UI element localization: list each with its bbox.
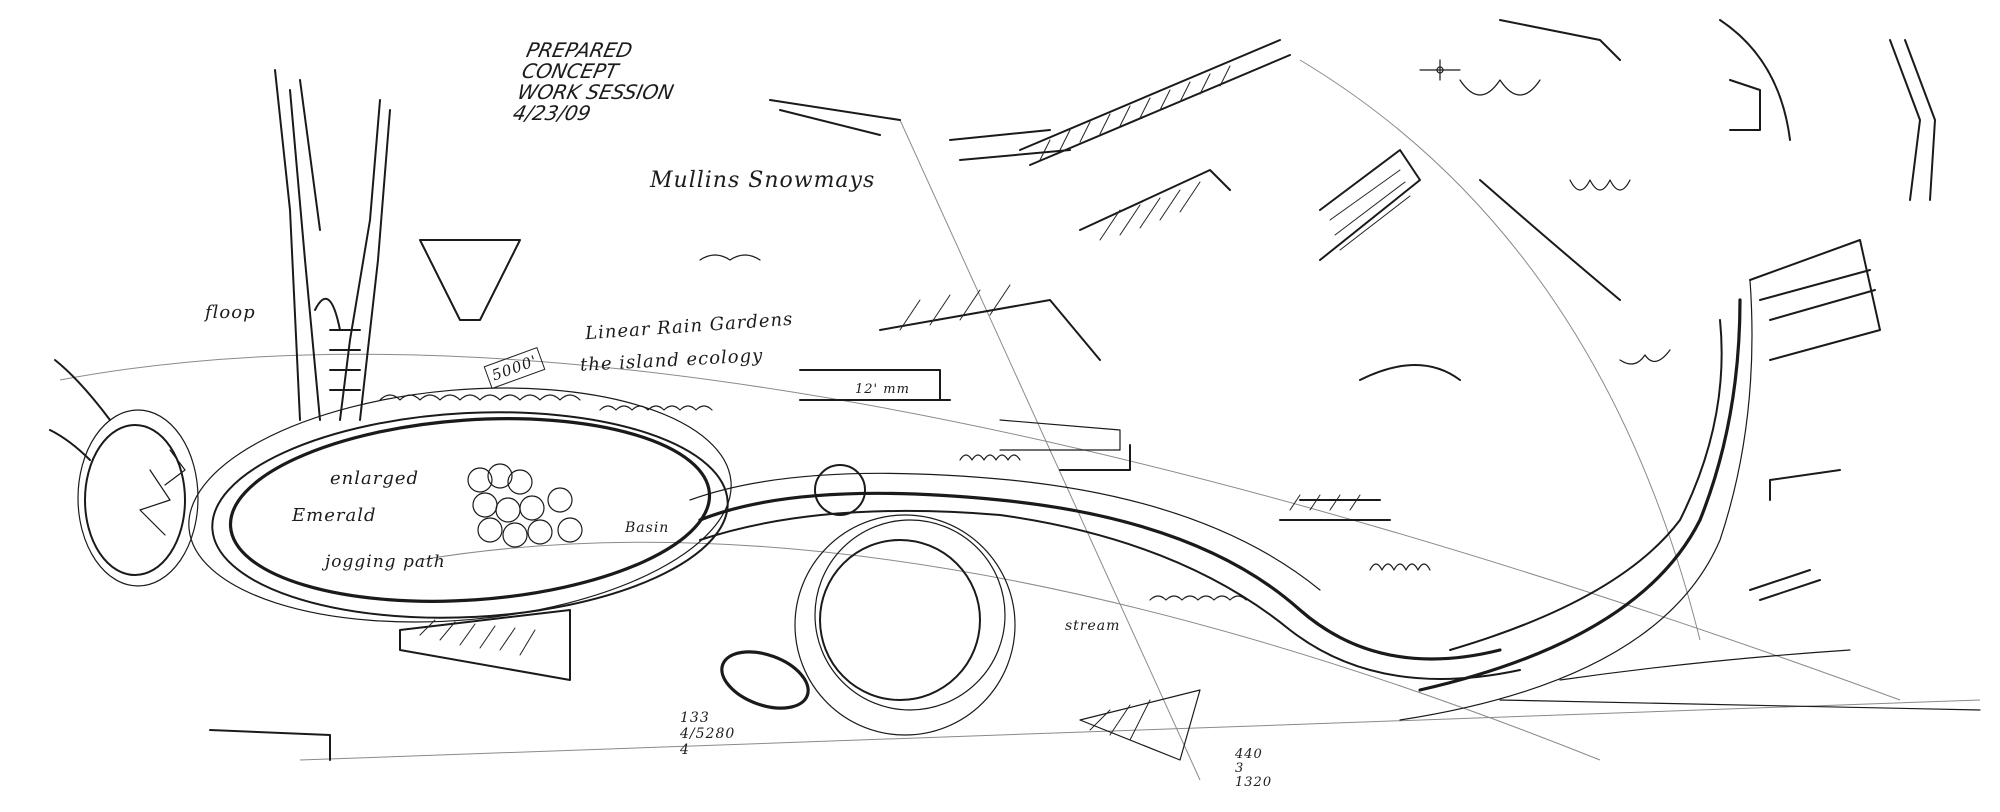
ribbon-path xyxy=(689,279,1753,721)
right-structures xyxy=(1499,19,1936,601)
calc-left: 133 4/5280 4 xyxy=(680,710,736,758)
stream-label: stream xyxy=(1065,618,1121,634)
session-line-4: 4/23/09 xyxy=(510,101,594,125)
scribble-texture xyxy=(379,79,1671,601)
session-line-1: PREPARED xyxy=(524,38,635,62)
upper-ramps xyxy=(769,39,1421,361)
emerald-label: Emerald xyxy=(292,505,377,526)
north-arrow xyxy=(1419,59,1461,81)
floop-label: floop xyxy=(205,302,256,323)
session-line-2: CONCEPT xyxy=(519,59,621,83)
session-note: PREPARED CONCEPT WORK SESSION 4/23/09 xyxy=(510,38,684,125)
reservoir-oval xyxy=(49,359,732,623)
tree-cluster xyxy=(139,449,583,548)
left-tower xyxy=(274,69,391,421)
enlarged-label: enlarged xyxy=(330,468,420,489)
depth-label: 12' mm xyxy=(855,382,910,397)
central-garden xyxy=(720,464,1016,736)
construction-lines xyxy=(59,59,1981,781)
jogging-path-label: jogging path xyxy=(325,552,446,572)
lower-features xyxy=(209,609,1981,761)
mid-structures xyxy=(419,179,1621,521)
calc-right: 440 3 1320 xyxy=(1235,747,1273,790)
session-line-3: WORK SESSION xyxy=(515,80,676,104)
basin-label: Basin xyxy=(625,520,670,536)
signature: Mullins Snowmays xyxy=(650,168,876,193)
